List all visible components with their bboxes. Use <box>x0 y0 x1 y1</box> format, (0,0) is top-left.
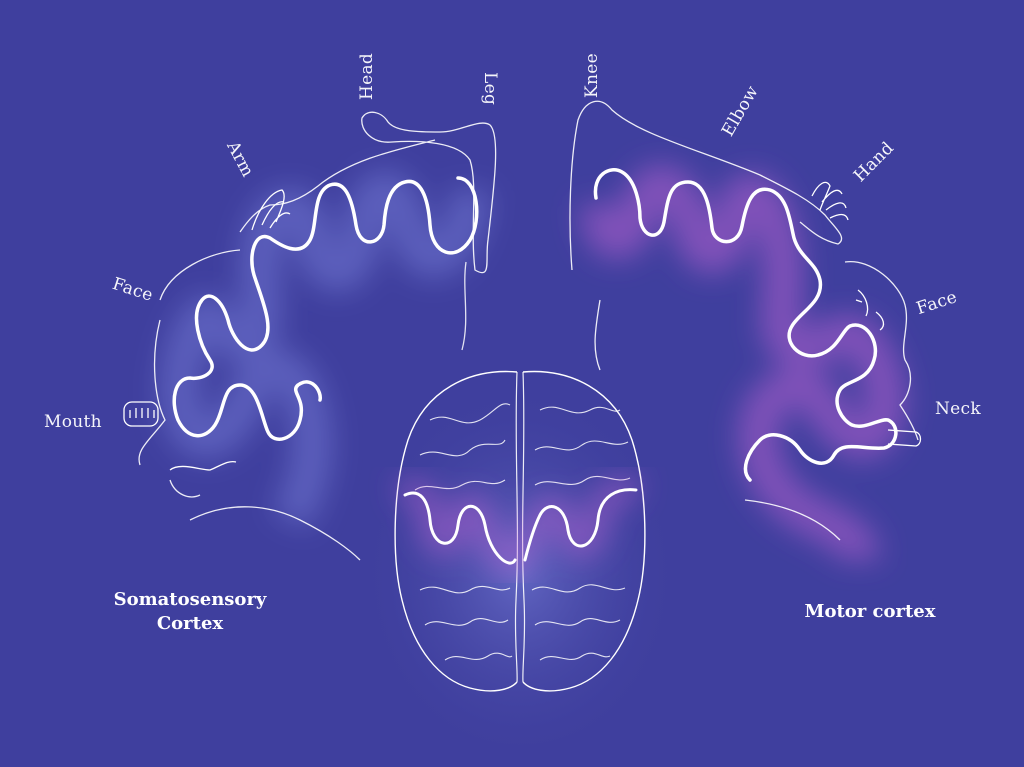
brain-central-sulcus-line <box>403 488 638 565</box>
label-knee: Knee <box>582 53 602 98</box>
motor-cortex-strip <box>569 100 922 562</box>
mouth-drawing <box>123 401 237 471</box>
label-leg: Leg <box>480 72 500 106</box>
motor-cortex-title: Motor cortex <box>804 601 936 622</box>
sensory-gyrus-line <box>172 176 479 441</box>
somatosensory-cortex-strip <box>123 111 497 561</box>
brain-left-hemisphere <box>394 370 518 692</box>
somatosensory-title-line2: Cortex <box>156 613 224 634</box>
sensory-leg-ridge <box>461 261 467 351</box>
motor-hand-drawing <box>811 181 849 221</box>
sensory-homunculus-outline <box>138 111 497 561</box>
label-head: Head <box>357 52 377 100</box>
motor-neck-drawing <box>887 429 922 447</box>
sensory-hand-drawing <box>251 189 291 231</box>
motor-homunculus-outline <box>569 100 919 541</box>
motor-face-drawing <box>855 289 885 331</box>
brain-sulci <box>414 403 631 661</box>
motor-gyrus-line <box>593 168 898 482</box>
label-mouth: Mouth <box>44 412 102 432</box>
somatosensory-title-line1: Somatosensory <box>113 589 267 610</box>
label-neck: Neck <box>935 399 981 419</box>
brain-right-hemisphere <box>522 370 646 692</box>
somatosensory-title: Somatosensory Cortex <box>80 588 300 636</box>
sensory-glow <box>159 170 490 529</box>
brain-top-view <box>360 365 680 745</box>
motor-glow <box>580 164 906 562</box>
